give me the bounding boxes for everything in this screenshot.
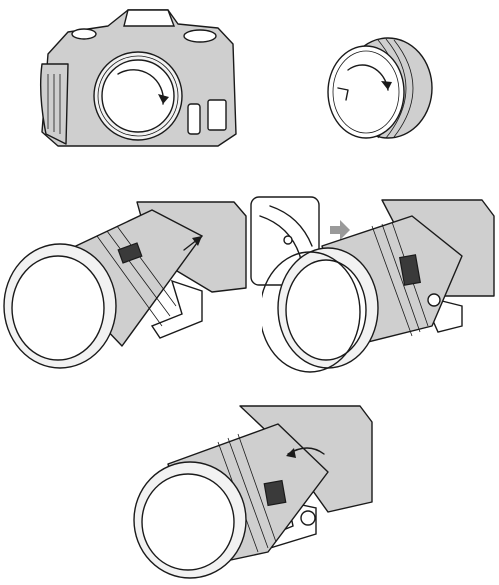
camera-body-cap-illustration bbox=[28, 4, 248, 164]
lens-rear-cap-illustration bbox=[318, 30, 438, 150]
lens-cap-drawing bbox=[327, 37, 433, 139]
lens-lock-illustration bbox=[128, 402, 378, 582]
rotate-arrow-head-icon bbox=[381, 81, 392, 90]
camera-body-drawing bbox=[39, 9, 237, 147]
lens-mounted-drawing bbox=[262, 199, 495, 373]
next-step-arrow-icon bbox=[328, 218, 352, 242]
lens-align-drawing bbox=[3, 201, 247, 369]
rotate-arrow-head-icon bbox=[158, 94, 169, 104]
lens-mounted-illustration bbox=[262, 196, 496, 376]
lens-lock-drawing bbox=[133, 405, 373, 579]
lens-align-illustration bbox=[2, 196, 252, 376]
